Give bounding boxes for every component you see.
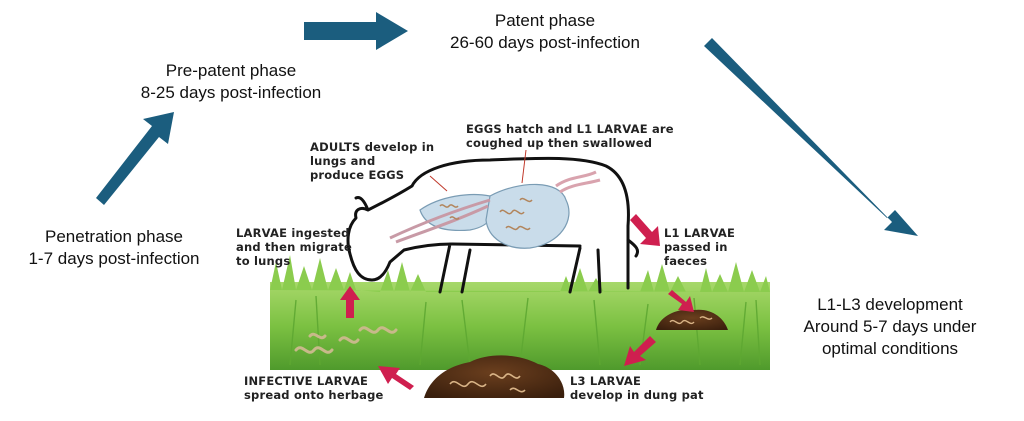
large-dung-pat (424, 355, 565, 398)
l3-larvae-label: L3 LARVAE develop in dung pat (570, 374, 704, 402)
arrow-to-large-pat (624, 336, 656, 366)
penetration-phase-label: Penetration phase 1-7 days post-infectio… (14, 226, 214, 270)
l3-label-line: develop in dung pat (570, 388, 704, 402)
l3-label-line: L3 LARVAE (570, 374, 642, 388)
development-phase-label: L1-L3 development Around 5-7 days under … (780, 294, 1000, 360)
phase-arrows (96, 12, 918, 236)
cycle-arrows (340, 214, 694, 390)
penetration-phase-title: Penetration phase (45, 227, 183, 246)
development-phase-duration: Around 5-7 days under (803, 317, 977, 336)
development-phase-conditions: optimal conditions (821, 339, 959, 358)
arrow-into-small-pat (668, 290, 694, 312)
eggs-label-line: EGGS hatch and L1 LARVAE are (466, 122, 674, 136)
infective-larvae-label: INFECTIVE LARVAE spread onto herbage (244, 374, 384, 402)
prepatent-phase-title: Pre-patent phase (165, 61, 297, 80)
patent-phase-title: Patent phase (494, 11, 596, 30)
arrow-patent-to-development (704, 38, 918, 236)
l1-label-line: passed in (664, 240, 728, 254)
ingested-label-line: LARVAE ingested (236, 226, 350, 240)
l1-label-line: L1 LARVAE (664, 226, 736, 240)
adults-label: ADULTS develop in lungs and produce EGGS (310, 140, 434, 182)
development-phase-title: L1-L3 development (817, 295, 963, 314)
ingested-label-line: and then migrate (236, 240, 352, 254)
arrow-to-herbage (378, 366, 414, 390)
infective-label-line: spread onto herbage (244, 388, 384, 402)
l1-larvae-label: L1 LARVAE passed in faeces (664, 226, 735, 268)
arrow-up-to-mouth (340, 286, 360, 318)
eggs-label: EGGS hatch and L1 LARVAE are coughed up … (466, 122, 674, 150)
adults-label-line: produce EGGS (310, 168, 405, 182)
arrow-penetration-to-prepatent (96, 112, 174, 205)
patent-phase-label: Patent phase 26-60 days post-infection (430, 10, 660, 54)
l1-label-line: faeces (664, 254, 708, 268)
prepatent-phase-label: Pre-patent phase 8-25 days post-infectio… (126, 60, 336, 104)
patent-phase-duration: 26-60 days post-infection (450, 33, 640, 52)
larvae-on-herbage (294, 326, 398, 354)
arrow-down-to-faeces (630, 214, 660, 246)
penetration-phase-duration: 1-7 days post-infection (28, 249, 200, 268)
small-dung-pat (656, 309, 728, 330)
ingested-label-line: to lungs (236, 254, 291, 268)
adults-label-line: ADULTS develop in (310, 140, 435, 154)
ingested-label: LARVAE ingested and then migrate to lung… (236, 226, 352, 268)
prepatent-phase-duration: 8-25 days post-infection (140, 83, 322, 102)
arrow-prepatent-to-patent (304, 12, 408, 50)
adults-label-line: lungs and (310, 154, 376, 168)
cow-illustration (346, 156, 640, 294)
eggs-label-line: coughed up then swallowed (466, 136, 653, 150)
infective-label-line: INFECTIVE LARVAE (244, 374, 369, 388)
cow-organs (389, 149, 601, 249)
